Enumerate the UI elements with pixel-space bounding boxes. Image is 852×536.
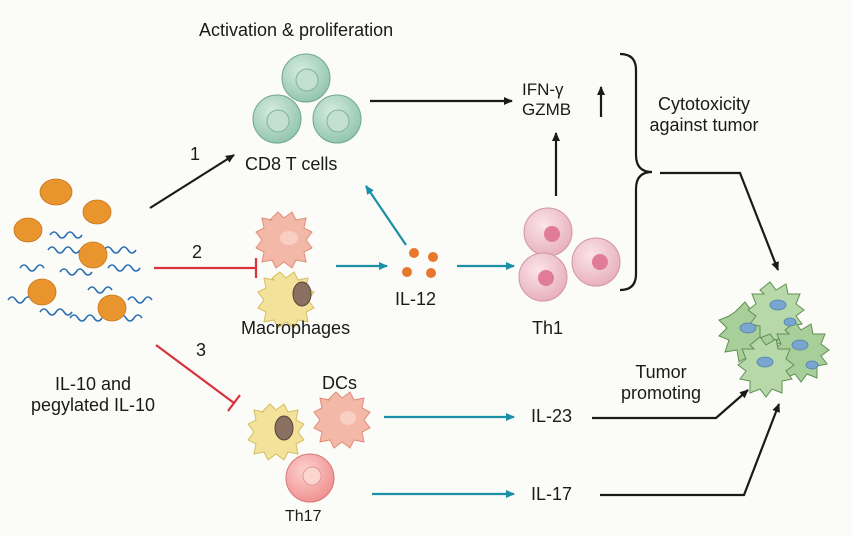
il-10-pegylated-label: IL-10 and pegylated IL-10 bbox=[30, 374, 156, 415]
il12-molecules bbox=[402, 248, 438, 278]
th17-cell bbox=[285, 453, 335, 503]
il10-molecules bbox=[13, 178, 127, 322]
tumor-promoting-label: Tumor promoting bbox=[620, 362, 702, 403]
th1-cell-cluster bbox=[518, 207, 621, 302]
activation-proliferation-label: Activation & proliferation bbox=[199, 20, 394, 40]
dcs-label: DCs bbox=[322, 373, 357, 393]
step-2-label: 2 bbox=[192, 242, 203, 262]
cytotoxicity-brace bbox=[619, 52, 653, 292]
th1-label: Th1 bbox=[532, 318, 564, 338]
th17-label: Th17 bbox=[285, 508, 322, 525]
ifn-gamma-label: IFN-γ bbox=[522, 80, 564, 99]
il10-molecule-cluster bbox=[7, 231, 153, 322]
il-17-label: IL-17 bbox=[531, 484, 573, 504]
cd8-t-cells-label: CD8 T cells bbox=[245, 154, 338, 174]
blue-arrows bbox=[336, 185, 515, 498]
black-arrows bbox=[149, 86, 781, 497]
cytotoxicity-against-tumor-label: Cytotoxicity against tumor bbox=[649, 94, 759, 135]
tumor-nuclei bbox=[739, 299, 819, 370]
macrophages-label: Macrophages bbox=[241, 318, 351, 338]
macrophage-cells bbox=[255, 211, 315, 329]
cd8-t-cell-cluster bbox=[252, 53, 362, 144]
step-3-label: 3 bbox=[196, 340, 207, 360]
gzmb-label: GZMB bbox=[522, 100, 572, 119]
dc-cells bbox=[247, 391, 371, 461]
step-1-label: 1 bbox=[190, 144, 201, 164]
red-inhibition-lines bbox=[154, 258, 258, 412]
il-12-label: IL-12 bbox=[395, 289, 437, 309]
tumor-cell-mass bbox=[718, 281, 830, 398]
il-23-label: IL-23 bbox=[531, 406, 573, 426]
